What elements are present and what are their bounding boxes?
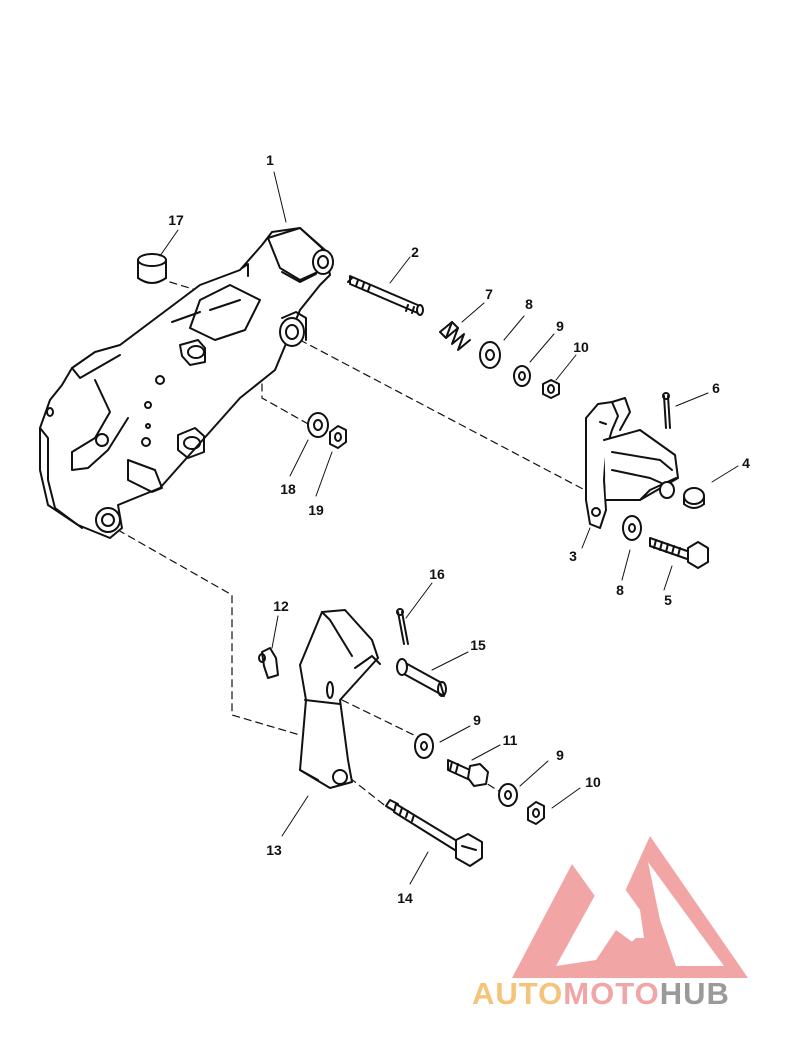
nut-part-10-lower [527,801,545,825]
callout-10-upper: 10 [573,339,589,355]
spring-part-7 [439,321,471,351]
callout-11: 11 [502,732,518,748]
callout-16: 16 [429,566,445,582]
washer-part-18 [307,412,329,438]
lever-part-3 [585,397,679,529]
callout-13: 13 [266,842,282,858]
brand-word-auto: AUTO [472,976,564,1011]
callout-12: 12 [273,598,289,614]
pin-part-15 [396,658,447,697]
callout-2: 2 [411,244,419,260]
bolt-part-5 [649,537,709,569]
washer-part-9-middle [414,733,434,759]
callout-8-lower: 8 [616,582,624,598]
callout-9-upper: 9 [556,318,564,334]
bolt-part-14 [385,799,483,867]
brand-wordmark: AUTOMOTOHUB [472,978,730,1009]
link-part-13 [299,609,381,789]
callout-5: 5 [664,592,672,608]
callout-14: 14 [397,890,413,906]
nut-part-10-upper [542,379,560,399]
callout-1: 1 [266,152,274,168]
callout-4: 4 [742,455,750,471]
nut-part-19 [329,425,347,449]
callout-8-upper: 8 [525,296,533,312]
bushing-part-17 [137,253,167,284]
cotter-pin-part-16 [396,608,409,645]
shaft-part-2 [347,275,424,316]
callout-7: 7 [485,286,493,302]
callout-18: 18 [280,481,296,497]
main-bracket-part-1 [39,227,334,539]
washer-part-9-lower [498,783,518,807]
callout-6: 6 [712,380,720,396]
callout-3: 3 [569,548,577,564]
brand-word-hub: HUB [659,976,730,1011]
cap-part-4 [683,487,705,509]
cotter-pin-part-6 [662,392,671,429]
callout-9-middle: 9 [473,712,481,728]
washer-part-9-upper [513,365,531,387]
washer-part-8-lower [622,515,642,541]
brand-word-moto: MOTO [563,976,660,1011]
assembly-dashed-lines [117,281,601,809]
washer-part-8-upper [479,341,501,369]
brand-logo-mark [512,836,748,978]
callout-17: 17 [168,212,184,228]
stud-part-11 [447,759,489,787]
callout-15: 15 [470,637,486,653]
callout-19: 19 [308,502,324,518]
clip-part-12 [258,647,279,679]
callout-9-lower: 9 [556,747,564,763]
leader-lines [159,171,739,885]
callout-10-lower: 10 [585,774,601,790]
